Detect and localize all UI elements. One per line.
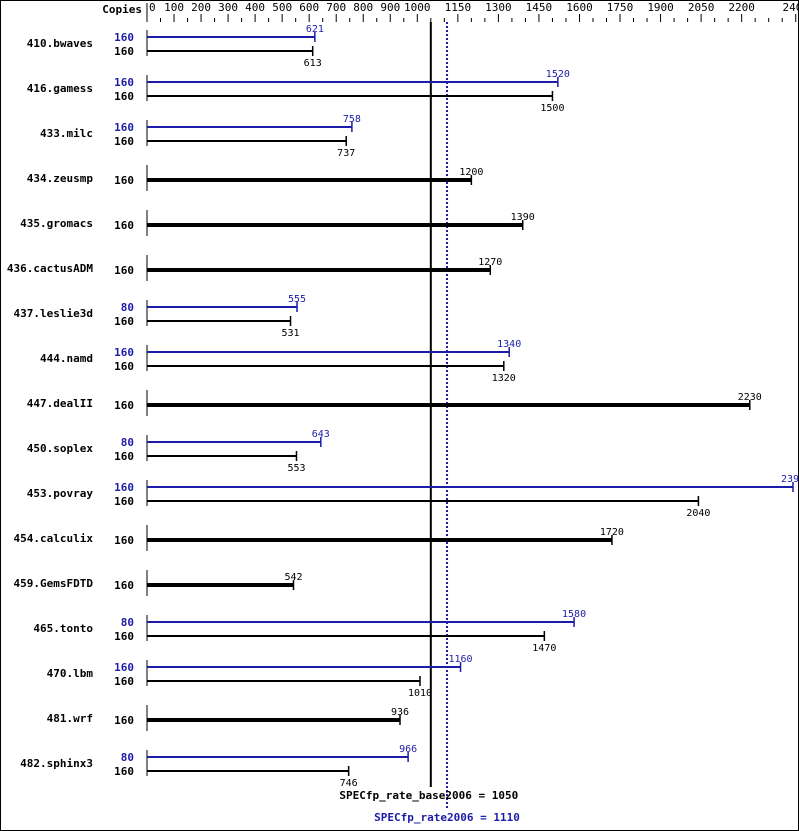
axis-tick-label: 600 — [299, 1, 319, 14]
axis-tick-label: 1900 — [647, 1, 674, 14]
base-value-label: 936 — [391, 707, 409, 718]
peak-copies: 80 — [121, 301, 134, 314]
peak-value-label: 643 — [312, 429, 330, 440]
base-value-label: 1200 — [459, 167, 483, 178]
peak-copies: 160 — [114, 121, 134, 134]
base-copies: 160 — [114, 450, 134, 463]
base-value-label: 737 — [337, 148, 355, 159]
axis-tick-label: 900 — [380, 1, 400, 14]
benchmark-name: 434.zeusmp — [27, 172, 94, 185]
base-value-label: 2230 — [738, 392, 762, 403]
peak-copies: 80 — [121, 751, 134, 764]
base-value-label: 746 — [340, 778, 358, 789]
peak-value-label: 758 — [343, 114, 361, 125]
peak-summary-label: SPECfp_rate2006 = 1110 — [374, 811, 520, 824]
base-value-label: 1320 — [492, 373, 516, 384]
peak-value-label: 555 — [288, 294, 306, 305]
axis-tick-label: 700 — [326, 1, 346, 14]
axis-tick-label: 300 — [218, 1, 238, 14]
base-value-label: 1470 — [532, 643, 556, 654]
axis-tick-label: 800 — [353, 1, 373, 14]
axis-tick-label: 400 — [245, 1, 265, 14]
axis-tick-label: 1450 — [526, 1, 553, 14]
benchmark-name: 450.soplex — [27, 442, 94, 455]
base-value-label: 1720 — [600, 527, 624, 538]
base-copies: 160 — [114, 315, 134, 328]
base-copies: 160 — [114, 765, 134, 778]
axis-tick-label: 500 — [272, 1, 292, 14]
benchmark-name: 482.sphinx3 — [20, 757, 93, 770]
axis-tick-label: 200 — [191, 1, 211, 14]
base-copies: 160 — [114, 714, 134, 727]
base-value-label: 1500 — [540, 103, 564, 114]
peak-copies: 160 — [114, 346, 134, 359]
peak-value-label: 966 — [399, 744, 417, 755]
axis-tick-label: 1600 — [566, 1, 593, 14]
base-copies: 160 — [114, 219, 134, 232]
benchmark-name: 459.GemsFDTD — [14, 577, 94, 590]
copies-header: Copies — [102, 3, 142, 16]
benchmark-name: 470.lbm — [47, 667, 94, 680]
base-copies: 160 — [114, 174, 134, 187]
peak-value-label: 1160 — [449, 654, 473, 665]
axis-tick-label: 1750 — [607, 1, 634, 14]
benchmark-name: 454.calculix — [14, 532, 94, 545]
peak-copies: 80 — [121, 436, 134, 449]
base-copies: 160 — [114, 534, 134, 547]
axis-tick-label: 2050 — [688, 1, 715, 14]
base-copies: 160 — [114, 630, 134, 643]
benchmark-name: 481.wrf — [47, 712, 93, 725]
axis-tick-label: 100 — [164, 1, 184, 14]
benchmark-name: 447.dealII — [27, 397, 93, 410]
benchmark-name: 433.milc — [40, 127, 93, 140]
axis-tick-label: 2200 — [728, 1, 755, 14]
base-copies: 160 — [114, 360, 134, 373]
benchmark-name: 444.namd — [40, 352, 93, 365]
axis-tick-label: 2400 — [782, 1, 799, 14]
base-copies: 160 — [114, 495, 134, 508]
base-copies: 160 — [114, 579, 134, 592]
benchmark-name: 416.gamess — [27, 82, 93, 95]
base-value-label: 613 — [304, 58, 322, 69]
base-copies: 160 — [114, 45, 134, 58]
base-copies: 160 — [114, 135, 134, 148]
peak-value-label: 621 — [306, 24, 324, 35]
peak-value-label: 1340 — [497, 339, 521, 350]
axis-tick-label: 0 — [149, 1, 156, 14]
axis-tick-label: 1300 — [485, 1, 512, 14]
peak-value-label: 1580 — [562, 609, 586, 620]
base-value-label: 531 — [281, 328, 299, 339]
base-value-label: 553 — [287, 463, 305, 474]
benchmark-name: 453.povray — [27, 487, 94, 500]
benchmark-name: 410.bwaves — [27, 37, 93, 50]
base-value-label: 1010 — [408, 688, 432, 699]
base-value-label: 1270 — [478, 257, 502, 268]
base-value-label: 1390 — [511, 212, 535, 223]
base-copies: 160 — [114, 675, 134, 688]
base-copies: 160 — [114, 264, 134, 277]
peak-copies: 80 — [121, 616, 134, 629]
base-value-label: 542 — [284, 572, 302, 583]
benchmark-name: 465.tonto — [33, 622, 93, 635]
base-summary-label: SPECfp_rate_base2006 = 1050 — [339, 789, 518, 802]
axis-tick-label: 1150 — [445, 1, 472, 14]
peak-value-label: 1520 — [546, 69, 570, 80]
peak-copies: 160 — [114, 31, 134, 44]
benchmark-name: 436.cactusADM — [7, 262, 93, 275]
benchmark-name: 435.gromacs — [20, 217, 93, 230]
base-copies: 160 — [114, 90, 134, 103]
base-value-label: 2040 — [686, 508, 710, 519]
base-copies: 160 — [114, 399, 134, 412]
peak-copies: 160 — [114, 661, 134, 674]
peak-copies: 160 — [114, 481, 134, 494]
peak-value-label: 2390 — [781, 474, 799, 485]
benchmark-name: 437.leslie3d — [14, 307, 93, 320]
peak-copies: 160 — [114, 76, 134, 89]
axis-tick-label: 1000 — [404, 1, 431, 14]
